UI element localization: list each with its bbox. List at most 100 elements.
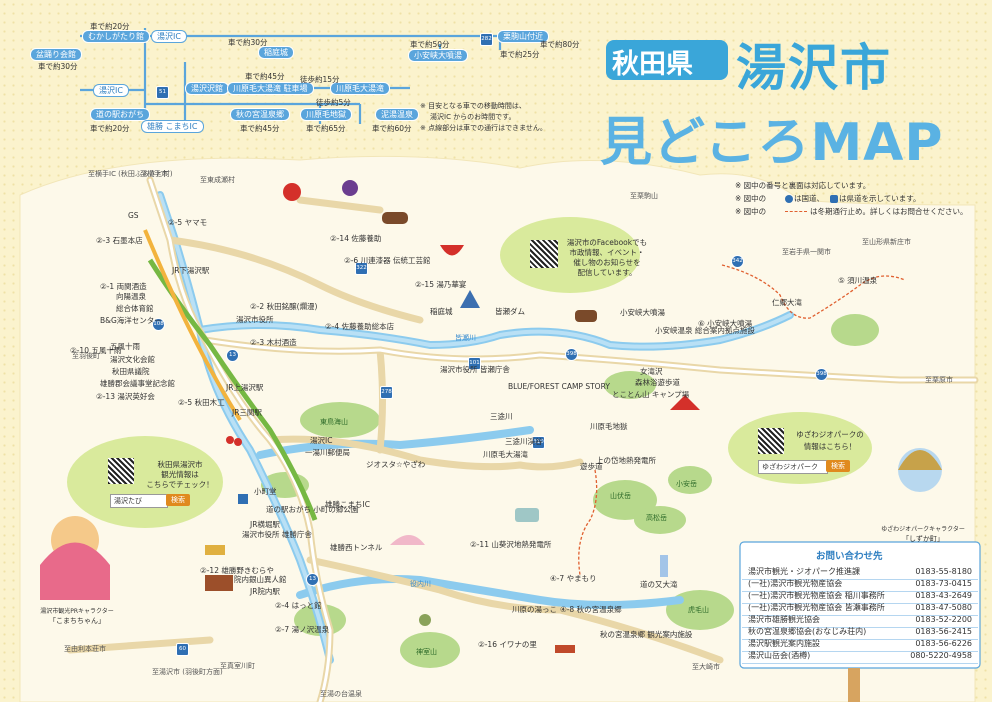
place-label: 湯沢市役所 雄勝庁舎 (242, 530, 312, 539)
contact-tel[interactable]: 0183-47-5080 (915, 603, 972, 612)
route-marker: 278 (380, 386, 393, 399)
qr-code-facebook[interactable] (530, 240, 558, 268)
place-label: JR横堀駅 (250, 520, 280, 529)
mountain-label: 虎毛山 (688, 606, 709, 614)
title-pref: 秋田県 (612, 49, 693, 80)
contact-row: 湯沢山岳会(酒樽)080-5220-4958 (742, 649, 978, 664)
map-label: 雄勝こまちIC (325, 500, 370, 509)
contact-name: 秋の宮温泉郷協会(おなじみ荘内) (748, 627, 867, 636)
town-label: 至由利本荘市 (64, 645, 106, 653)
town-label: 至横手IC (秋田ふるさと村) (88, 170, 173, 178)
town-label: 至東成瀬村 (200, 176, 235, 184)
town-label: 至横手市 (140, 170, 168, 178)
qr-code-city[interactable] (108, 458, 134, 484)
spot-label: ②-3 石墨本店 (96, 236, 143, 245)
contact-tel[interactable]: 0183-52-2200 (915, 615, 972, 624)
contact-tel[interactable]: 0183-56-2415 (915, 627, 972, 636)
contact-name: 湯沢駅観光案内施設 (748, 639, 820, 648)
char-left-caption: 湯沢市観光PRキャラクター (40, 608, 114, 615)
bubble-city-search-button[interactable]: 検索 (166, 494, 190, 506)
note-2b: は国道、 (794, 194, 824, 203)
travel-time: 車で約80分 (540, 40, 580, 49)
map-label: 湯沢IC (310, 436, 333, 445)
place-label: 三途川渓谷 (505, 437, 543, 446)
place-label: 道の又大滝 (640, 580, 678, 589)
town-label: 至岩手県一関市 (782, 248, 831, 256)
travel-pill: 栗駒山付近 (497, 30, 549, 43)
route-marker: 13 (226, 349, 239, 362)
travel-note-1: ※ 目安となる車での移動時間は、 (420, 102, 526, 110)
place-label: 川原の湯っこ (512, 605, 557, 614)
contact-name: (一社)湯沢市観光物産協会 皆瀬事務所 (748, 603, 885, 612)
spot-label: ⑤ 須川温泉 (838, 276, 878, 285)
spot-label: ②-11 山葵沢地熱発電所 (470, 540, 552, 549)
spot-label: ④-8 秋の宮温泉郷 (560, 605, 622, 614)
spot-label: ④-7 やまもり (550, 574, 597, 583)
travel-pill: 泥湯温泉 (375, 108, 419, 121)
contact-row: (一社)湯沢市観光物産協会 稲川事務所 0183-43-2649 (742, 589, 978, 604)
bubble-fb-line: 催し物のお知らせを (573, 258, 641, 267)
place-label: 湯沢市役所 (236, 315, 274, 324)
contact-tel[interactable]: 0183-56-6226 (915, 639, 972, 648)
route-marker: 60 (176, 643, 189, 656)
travel-time: 徒歩約5分 (316, 98, 351, 107)
town-label: 至大崎市 (692, 663, 720, 671)
travel-pill: 川原毛地獄 (300, 108, 352, 121)
place-label: 一湯川郵便局 (305, 448, 350, 457)
bubble-geo-search-button[interactable]: 検索 (826, 460, 850, 472)
place-label: JR上湯沢駅 (226, 383, 264, 392)
contact-tel[interactable]: 0183-43-2649 (915, 591, 972, 600)
bubble-geo-search[interactable]: ゆざわジオパーク (758, 460, 828, 474)
contact-tel[interactable]: 0183-55-8180 (915, 567, 972, 576)
travel-pill: 雄勝 こまちIC (141, 120, 204, 133)
travel-pill: 川原毛大湯滝 (330, 82, 390, 95)
place-label: 向陽温泉 (116, 292, 146, 301)
bubble-fb-line: 配信しています。 (577, 268, 637, 277)
contact-tel[interactable]: 080-5220-4958 (910, 651, 972, 660)
town-label: 至栗原市 (925, 376, 953, 384)
spot-label: ②-7 湯ノ沢温泉 (275, 625, 330, 634)
route-marker: 101 (468, 357, 481, 370)
travel-time: 車で約45分 (240, 124, 280, 133)
place-label: 川原毛地獄 (590, 422, 628, 431)
char-left-name: 「こまちちゃん」 (49, 617, 105, 625)
bubble-city-line3: こちらでチェック！ (146, 480, 214, 489)
title-sub: 見どころMAP (600, 113, 944, 173)
travel-time: 車で約45分 (245, 72, 285, 81)
bubble-city-search[interactable]: 湯沢たび (110, 494, 168, 508)
contact-row: (一社)湯沢市観光物産協会 皆瀬事務所 0183-47-5080 (742, 601, 978, 616)
char-right-name: 「しずか町」 (902, 535, 944, 543)
place-label: JR三関駅 (232, 408, 262, 417)
town-label: 至山形県新庄市 (862, 238, 911, 246)
spot-label: ②-14 佐藤養助 (330, 234, 382, 243)
place-label: 秋の宮温泉郷 観光案内施設 (600, 630, 693, 639)
contact-row: (一社)湯沢市観光物産協会 0183-73-0415 (742, 577, 978, 592)
travel-time: 車で約30分 (228, 38, 268, 47)
travel-pill: 盆踊り会館 (30, 48, 82, 61)
contact-name: (一社)湯沢市観光物産協会 (748, 579, 843, 588)
travel-time: 車で約50分 (410, 40, 450, 49)
contact-row: 湯沢駅観光案内施設 0183-56-6226 (742, 637, 978, 652)
char-right-caption: ゆざわジオパークキャラクター (881, 526, 965, 533)
spot-label: ②-13 湯沢英好会 (96, 392, 155, 401)
contact-tel[interactable]: 0183-73-0415 (915, 579, 972, 588)
qr-code-geopark[interactable] (758, 428, 784, 454)
bubble-city-line1: 秋田県湯沢市 (157, 460, 203, 469)
mountain-label: 神室山 (416, 648, 437, 656)
place-label: 小町堂 (254, 487, 277, 496)
bubble-fb-line: 市政情報、イベント・ (569, 248, 645, 257)
place-label: 道の駅おがち 小町の郷公園 (266, 505, 359, 514)
spot-label: ②-5 秋田木工 (178, 398, 225, 407)
route-marker: 398 (815, 368, 828, 381)
place-label: 上の岱地熱発電所 (596, 456, 656, 465)
place-label: 森林浴遊歩道 (635, 378, 680, 387)
contact-name: (一社)湯沢市観光物産協会 稲川事務所 (748, 591, 885, 600)
place-label: B&G海洋センター (100, 316, 162, 325)
map-label: 遊歩道 (580, 462, 603, 471)
spot-label: ②-4 佐藤養助総本店 (325, 322, 395, 331)
spot-label: ②-12 雄勝野きむらや (200, 566, 274, 575)
travel-pill: 川原毛大湯滝 駐車場 (227, 82, 314, 95)
river-label: 皆瀬川 (455, 334, 476, 342)
spot-label: ②-16 イワナの里 (478, 640, 537, 649)
